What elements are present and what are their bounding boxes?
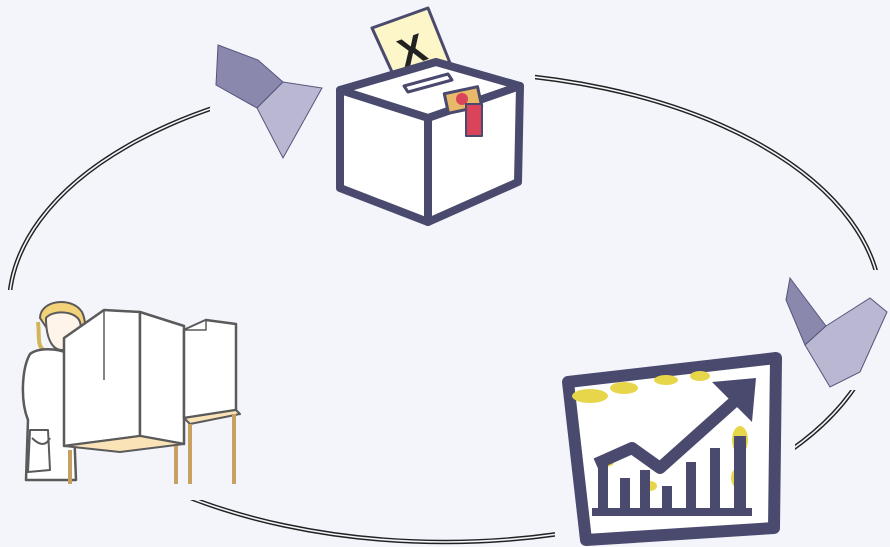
trend-arrow-icon xyxy=(593,378,756,474)
seal-icon xyxy=(442,85,484,137)
voting-booth xyxy=(62,308,186,484)
voting-booth-2 xyxy=(182,318,241,484)
arrow-to-results-chart xyxy=(785,276,888,388)
chart-bars xyxy=(598,436,746,510)
voter-at-booth-icon xyxy=(21,300,241,484)
arrow-to-ballot-box xyxy=(215,44,323,160)
ballot-box-icon: X xyxy=(336,6,524,226)
rising-bar-chart-icon xyxy=(562,352,782,546)
chart-baseline xyxy=(592,508,752,516)
